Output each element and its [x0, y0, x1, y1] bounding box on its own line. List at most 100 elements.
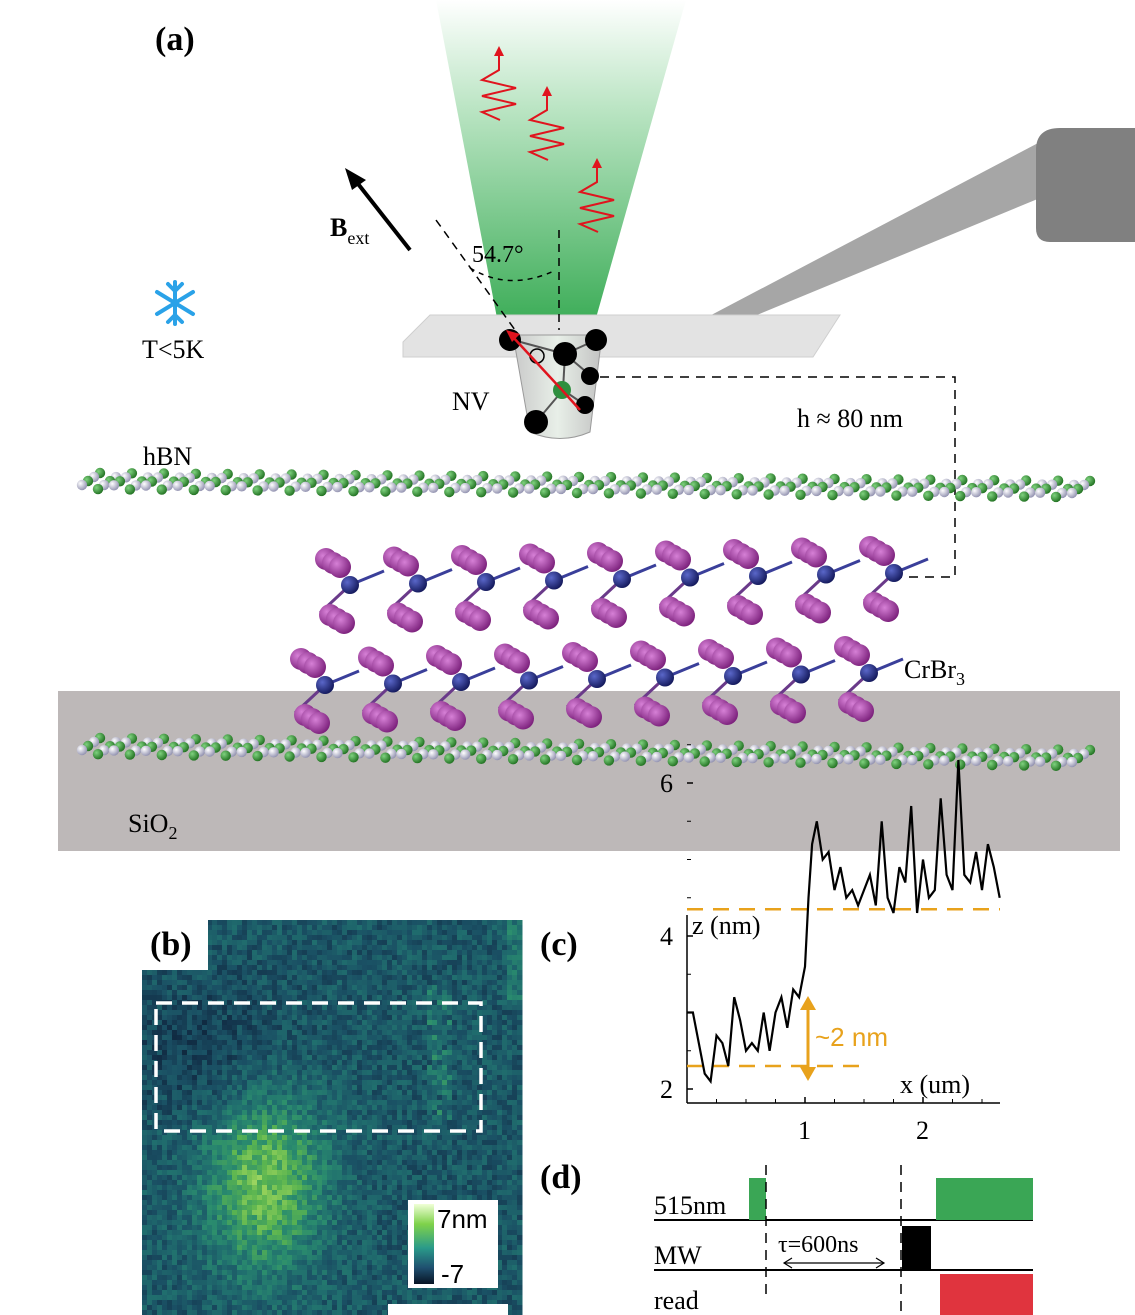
afm-pixel	[157, 1095, 163, 1101]
afm-pixel	[417, 960, 423, 966]
afm-pixel	[257, 1120, 263, 1126]
afm-pixel	[327, 1050, 333, 1056]
afm-pixel	[482, 950, 488, 956]
afm-pixel	[472, 990, 478, 996]
afm-pixel	[157, 1105, 163, 1111]
afm-pixel	[332, 1065, 338, 1071]
afm-pixel	[232, 1130, 238, 1136]
afm-pixel	[157, 1005, 163, 1011]
afm-pixel	[152, 975, 158, 981]
afm-pixel	[362, 1030, 368, 1036]
afm-pixel	[407, 935, 413, 941]
afm-pixel	[347, 1170, 353, 1176]
afm-pixel	[497, 1065, 503, 1071]
afm-pixel	[487, 1150, 493, 1156]
afm-pixel	[237, 1185, 243, 1191]
afm-pixel	[192, 1200, 198, 1206]
afm-pixel	[412, 1195, 418, 1201]
afm-pixel	[342, 1010, 348, 1016]
afm-pixel	[347, 950, 353, 956]
afm-pixel	[437, 1090, 443, 1096]
afm-pixel	[157, 1175, 163, 1181]
afm-pixel	[487, 1195, 493, 1201]
afm-pixel	[332, 1145, 338, 1151]
afm-pixel	[282, 920, 288, 926]
afm-pixel	[507, 970, 513, 976]
afm-pixel	[237, 960, 243, 966]
afm-pixel	[372, 990, 378, 996]
afm-pixel	[502, 1010, 508, 1016]
afm-pixel	[492, 1195, 498, 1201]
afm-pixel	[467, 990, 473, 996]
afm-pixel	[302, 1060, 308, 1066]
afm-pixel	[152, 970, 158, 976]
afm-pixel	[517, 920, 523, 926]
afm-pixel	[392, 1105, 398, 1111]
afm-pixel	[497, 925, 503, 931]
afm-pixel	[502, 1060, 508, 1066]
afm-pixel	[237, 970, 243, 976]
afm-pixel	[257, 1030, 263, 1036]
boron-atom	[1050, 491, 1062, 503]
afm-pixel	[152, 1175, 158, 1181]
afm-pixel	[297, 945, 303, 951]
afm-pixel	[327, 995, 333, 1001]
afm-pixel	[302, 1085, 308, 1091]
afm-pixel	[257, 980, 263, 986]
afm-pixel	[442, 1125, 448, 1131]
afm-pixel	[347, 985, 353, 991]
afm-pixel	[147, 1150, 153, 1156]
afm-pixel	[442, 960, 448, 966]
afm-pixel	[297, 990, 303, 996]
afm-pixel	[372, 1090, 378, 1096]
afm-pixel	[517, 925, 523, 931]
afm-pixel	[337, 1040, 343, 1046]
nitrogen-atom	[1034, 487, 1046, 498]
afm-pixel	[342, 985, 348, 991]
afm-pixel	[317, 1170, 323, 1176]
afm-pixel	[302, 980, 308, 986]
afm-pixel	[497, 1000, 503, 1006]
afm-pixel	[292, 1105, 298, 1111]
afm-pixel	[292, 1065, 298, 1071]
afm-pixel	[222, 955, 228, 961]
afm-pixel	[442, 1160, 448, 1166]
afm-pixel	[222, 975, 228, 981]
afm-pixel	[477, 1135, 483, 1141]
afm-pixel	[197, 1125, 203, 1131]
afm-pixel	[497, 1055, 503, 1061]
afm-pixel	[472, 1025, 478, 1031]
afm-pixel	[422, 1105, 428, 1111]
afm-pixel	[437, 1080, 443, 1086]
afm-pixel	[227, 1150, 233, 1156]
afm-pixel	[267, 995, 273, 1001]
afm-pixel	[442, 1130, 448, 1136]
afm-pixel	[142, 1105, 148, 1111]
afm-pixel	[467, 1190, 473, 1196]
afm-pixel	[162, 1185, 168, 1191]
afm-pixel	[357, 985, 363, 991]
br-atom	[737, 547, 759, 569]
afm-pixel	[202, 1185, 208, 1191]
afm-pixel	[232, 1150, 238, 1156]
afm-pixel	[457, 1185, 463, 1191]
boron-atom	[316, 485, 327, 497]
afm-pixel	[382, 1000, 388, 1006]
afm-pixel	[432, 1085, 438, 1091]
afm-pixel	[392, 1175, 398, 1181]
afm-pixel	[352, 1015, 358, 1021]
afm-pixel	[442, 1145, 448, 1151]
afm-pixel	[147, 1005, 153, 1011]
afm-pixel	[362, 1175, 368, 1181]
afm-pixel	[242, 1090, 248, 1096]
afm-pixel	[242, 1045, 248, 1051]
afm-pixel	[292, 1185, 298, 1191]
afm-pixel	[367, 1090, 373, 1096]
height-label: h ≈ 80 nm	[797, 404, 903, 433]
afm-pixel	[392, 1115, 398, 1121]
afm-pixel	[402, 1165, 408, 1171]
afm-pixel	[487, 1125, 493, 1131]
afm-pixel	[447, 1145, 453, 1151]
afm-pixel	[267, 1200, 273, 1206]
afm-pixel	[167, 1115, 173, 1121]
